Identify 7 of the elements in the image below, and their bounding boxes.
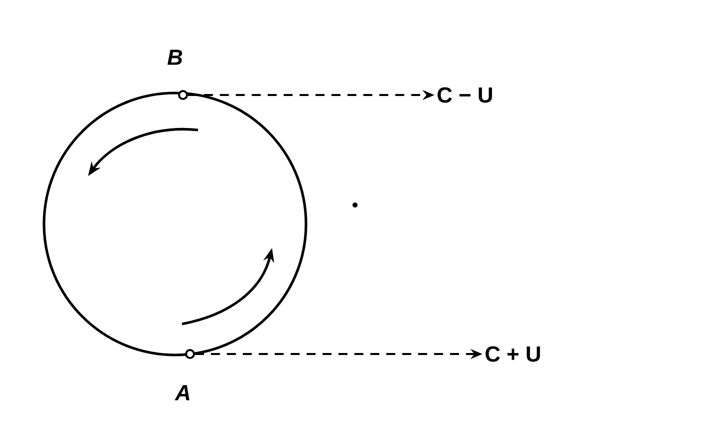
- point-marker: [185, 349, 195, 359]
- circle: [42, 92, 308, 356]
- formula-label: C + U: [486, 346, 540, 362]
- point-label: A: [174, 385, 190, 400]
- point-label: B: [167, 50, 182, 65]
- formula-label: C − U: [438, 87, 492, 103]
- point-marker: [178, 90, 188, 100]
